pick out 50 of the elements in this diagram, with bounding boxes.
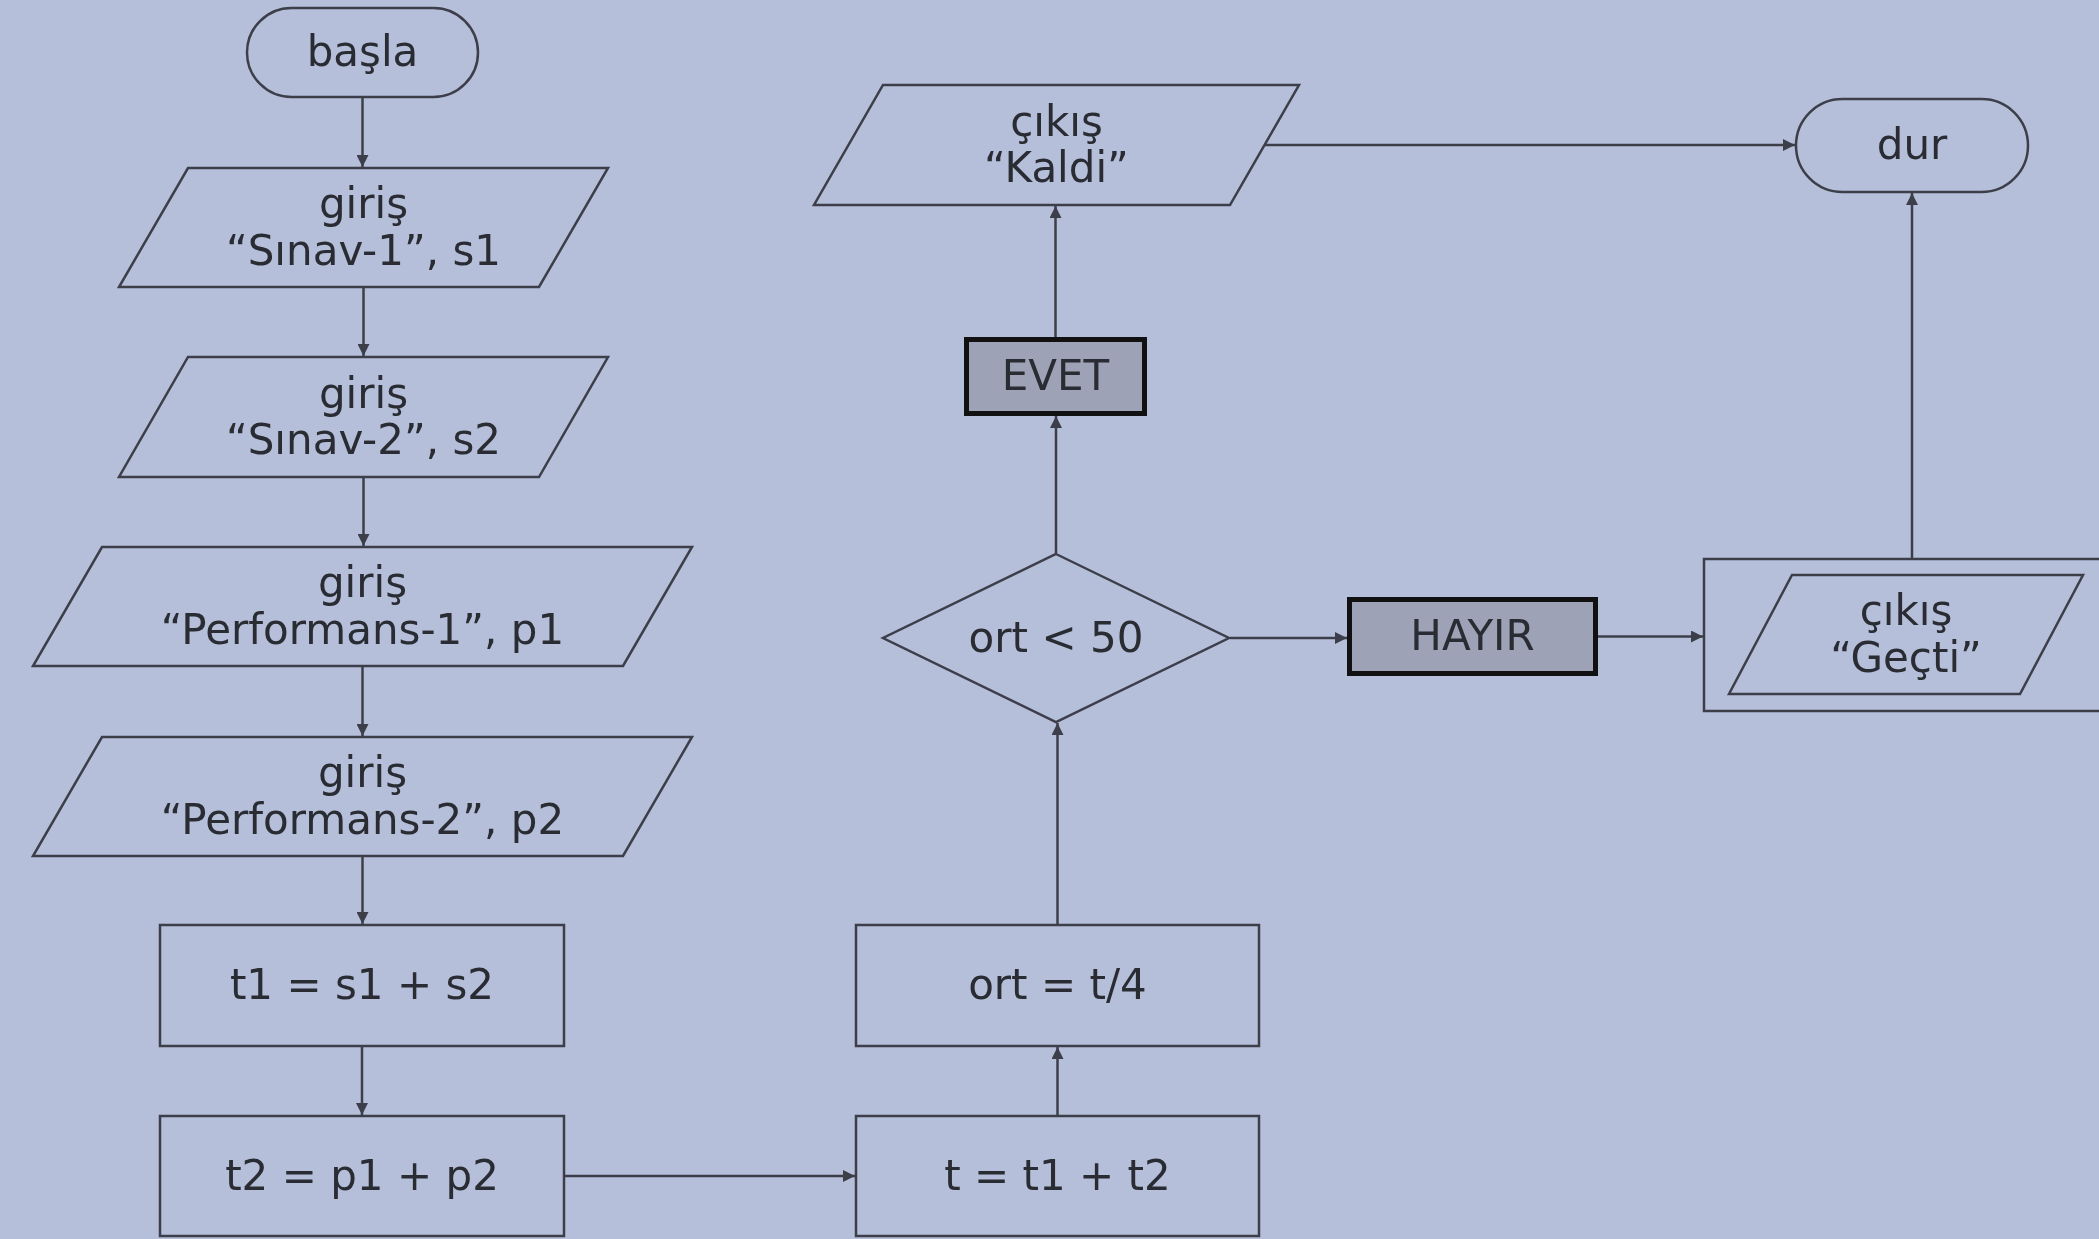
arrow: [1598, 630, 1703, 643]
node-text: EVET: [1001, 353, 1110, 400]
arrow: [1230, 632, 1347, 644]
node-text: t2 = p1 + p2: [225, 1152, 499, 1200]
node-text: çıkış: [1010, 98, 1103, 145]
branch-label-box: [964, 337, 1147, 416]
arrow: [356, 98, 369, 167]
node-text: HAYIR: [1410, 613, 1535, 660]
process-box: [855, 1115, 1260, 1237]
node-text: giriş: [317, 750, 408, 797]
node-text: “Performans-2”, p2: [160, 796, 565, 843]
input-output-parallelogram: [32, 736, 693, 857]
node-text: “Sınav-1”, s1: [225, 227, 502, 274]
process-box: [159, 924, 565, 1047]
node-text: giriş: [317, 560, 408, 607]
process-box: [159, 1115, 565, 1237]
node-text: giriş: [318, 181, 409, 228]
node-text: t1 = s1 + s2: [229, 962, 495, 1009]
node-text: çıkış: [1859, 588, 1953, 635]
input-output-parallelogram: [118, 167, 609, 288]
input-output-parallelogram: [118, 356, 609, 478]
node-text: giriş: [318, 370, 409, 417]
input-output-parallelogram: [813, 84, 1300, 206]
node-text: dur: [1876, 122, 1948, 169]
arrow: [1906, 193, 1918, 558]
node-text: “Performans-1”, p1: [160, 606, 565, 653]
process-box: [855, 924, 1260, 1047]
node-text: t = t1 + t2: [944, 1152, 1171, 1200]
node-text: “Kaldi”: [984, 145, 1129, 192]
node-text: “Geçti”: [1830, 634, 1982, 681]
node-text: ort = t/4: [968, 962, 1147, 1009]
arrow: [1050, 416, 1062, 553]
arrow: [565, 1170, 855, 1182]
decision-diamond: [882, 553, 1230, 723]
input-output-parallelogram: [32, 546, 693, 667]
arrow: [357, 288, 370, 356]
arrow: [1051, 723, 1064, 924]
arrow: [357, 478, 370, 546]
node-text: “Sınav-2”, s2: [225, 417, 502, 464]
output-frame-box: [1703, 558, 2099, 712]
input-output-parallelogram: [1728, 574, 2084, 695]
arrow: [356, 667, 369, 736]
arrow: [1265, 139, 1795, 151]
node-text: ort < 50: [968, 614, 1144, 662]
branch-label-box: [1347, 597, 1598, 676]
arrow: [356, 1047, 368, 1115]
node-text: başla: [306, 29, 419, 76]
arrow: [1049, 206, 1062, 337]
arrow: [356, 857, 369, 924]
arrow: [1051, 1047, 1064, 1115]
